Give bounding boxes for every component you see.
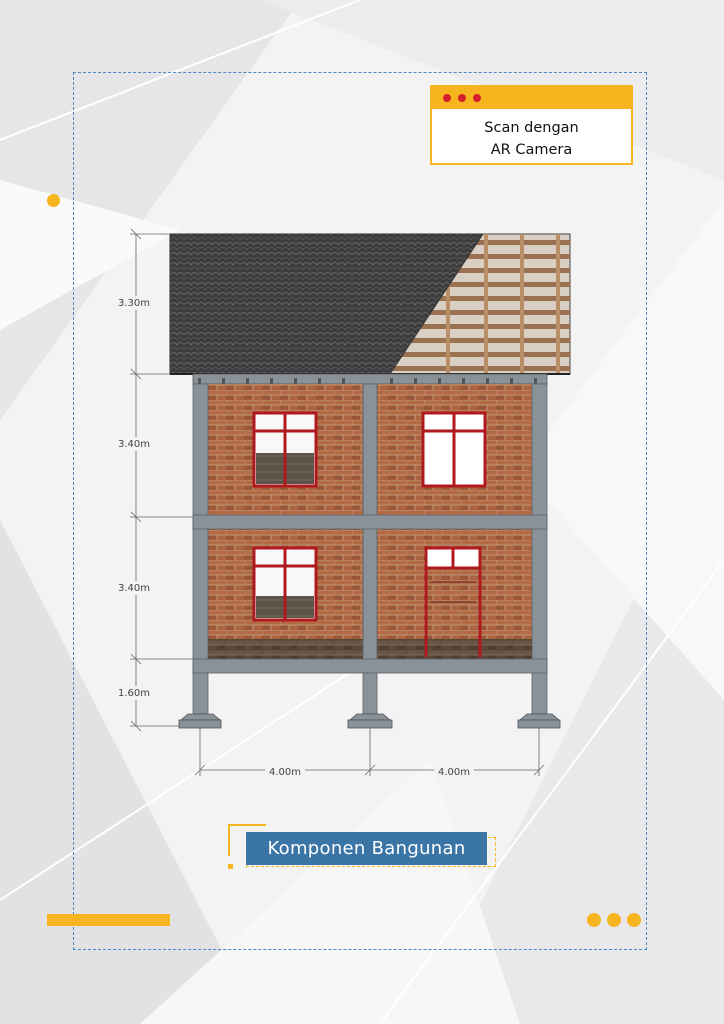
yellow-bar-decoration bbox=[47, 914, 170, 926]
brick-walls bbox=[208, 384, 532, 659]
title-corner-accent bbox=[228, 824, 266, 856]
dim-label-bg bbox=[114, 581, 154, 595]
building-elevation-drawing: 3.30m 3.40m 3.40m 1.60m 4.00m 4.00m bbox=[114, 228, 571, 778]
horizontal-dimension-line bbox=[194, 728, 545, 776]
dim-roof-height: 3.30m bbox=[118, 298, 150, 309]
dim-left-bay-width: 4.00m bbox=[269, 767, 301, 778]
yellow-dot-decoration bbox=[607, 913, 621, 927]
scan-card-text: Scan dengan AR Camera bbox=[432, 117, 631, 161]
roof-battens bbox=[390, 234, 570, 374]
scan-card-line1: Scan dengan bbox=[484, 120, 579, 136]
yellow-dot-decoration bbox=[587, 913, 601, 927]
section-title-badge: Komponen Bangunan bbox=[228, 824, 498, 870]
window-lower-left bbox=[252, 546, 318, 622]
concrete-frame bbox=[192, 383, 548, 715]
roof-joist-ends bbox=[198, 378, 537, 386]
vertical-dimension-line bbox=[130, 228, 193, 732]
roof bbox=[169, 233, 571, 375]
scan-card-line2: AR Camera bbox=[490, 142, 573, 158]
dim-label-bg bbox=[114, 437, 154, 451]
yellow-dot-decoration bbox=[627, 913, 641, 927]
red-dot-icon bbox=[443, 94, 451, 102]
dim-label-bg bbox=[265, 764, 305, 777]
red-dot-icon bbox=[473, 94, 481, 102]
dim-lower-floor-height: 3.40m bbox=[118, 583, 150, 594]
dim-stilt-height: 1.60m bbox=[118, 688, 150, 699]
dim-label-bg bbox=[114, 296, 154, 310]
section-title: Komponen Bangunan bbox=[246, 832, 487, 865]
dim-upper-floor-height: 3.40m bbox=[118, 439, 150, 450]
dim-label-bg bbox=[434, 764, 474, 777]
dim-label-bg bbox=[114, 686, 154, 700]
column-footings bbox=[178, 713, 561, 729]
window-upper-left bbox=[252, 411, 318, 488]
title-square-accent bbox=[228, 864, 233, 869]
scan-ar-card[interactable]: Scan dengan AR Camera bbox=[430, 85, 633, 165]
dim-right-bay-width: 4.00m bbox=[438, 767, 470, 778]
door-lower-right bbox=[424, 546, 482, 657]
yellow-dot-decoration bbox=[47, 194, 60, 207]
scan-card-header bbox=[432, 87, 631, 109]
dashed-page-frame bbox=[73, 72, 647, 950]
red-dot-icon bbox=[458, 94, 466, 102]
window-upper-right bbox=[421, 411, 487, 488]
